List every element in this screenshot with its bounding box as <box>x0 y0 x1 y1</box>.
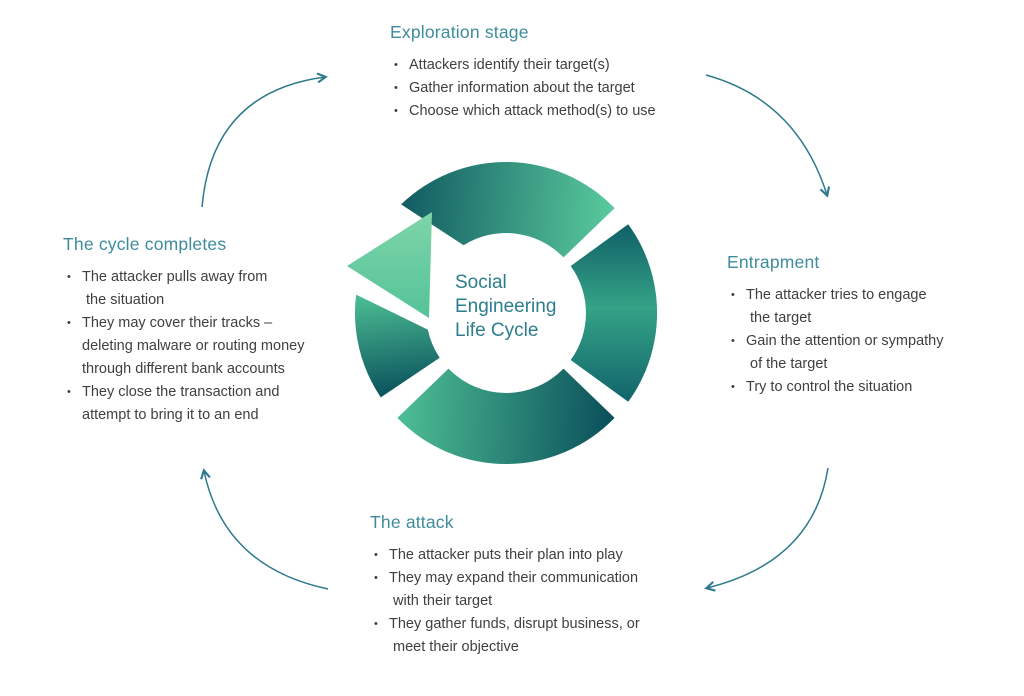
bullet-list: Attackers identify their target(s) Gathe… <box>390 54 735 123</box>
bullet-list: The attacker pulls away from the situati… <box>63 266 398 427</box>
stage-heading: Exploration stage <box>390 22 529 42</box>
bullet-list: The attacker puts their plan into play T… <box>370 544 720 659</box>
stage-attack: The attack The attacker puts their plan … <box>370 512 720 659</box>
stage-heading: The attack <box>370 512 454 532</box>
stage-cycle-completes: The cycle completes The attacker pulls a… <box>63 234 398 427</box>
stage-exploration: Exploration stage Attackers identify the… <box>390 22 735 123</box>
bullet-item: Gather information about the target <box>390 77 735 100</box>
bullet-item: The attacker puts their plan into play <box>370 544 720 567</box>
stage-heading: The cycle completes <box>63 234 227 254</box>
bullet-item: They may cover their tracks – deleting m… <box>63 312 398 381</box>
cycle-arrowhead-icon <box>347 212 432 318</box>
flow-arrow-bottom-to-left-icon <box>204 471 329 590</box>
bullet-list: The attacker tries to engage the target … <box>727 284 1024 399</box>
stage-entrapment: Entrapment The attacker tries to engage … <box>727 252 1024 399</box>
ring-segment-bottom <box>397 368 615 464</box>
flow-arrow-right-to-bottom-icon <box>707 467 829 588</box>
bullet-item: Choose which attack method(s) to use <box>390 100 735 123</box>
stage-heading: Entrapment <box>727 252 820 272</box>
bullet-item: Attackers identify their target(s) <box>390 54 735 77</box>
bullet-item: They may expand their communication with… <box>370 567 720 613</box>
bullet-item: They gather funds, disrupt business, or … <box>370 613 720 659</box>
bullet-item: They close the transaction and attempt t… <box>63 381 398 427</box>
center-label: Social Engineering Life Cycle <box>455 272 557 341</box>
ring-segment-top <box>401 162 615 258</box>
flow-arrow-left-to-top-icon <box>201 77 325 208</box>
bullet-item: The attacker pulls away from the situati… <box>63 266 398 312</box>
bullet-item: The attacker tries to engage the target <box>727 284 1024 330</box>
ring-segment-right <box>570 224 658 402</box>
bullet-item: Try to control the situation <box>727 376 1024 399</box>
bullet-item: Gain the attention or sympathy of the ta… <box>727 330 1024 376</box>
